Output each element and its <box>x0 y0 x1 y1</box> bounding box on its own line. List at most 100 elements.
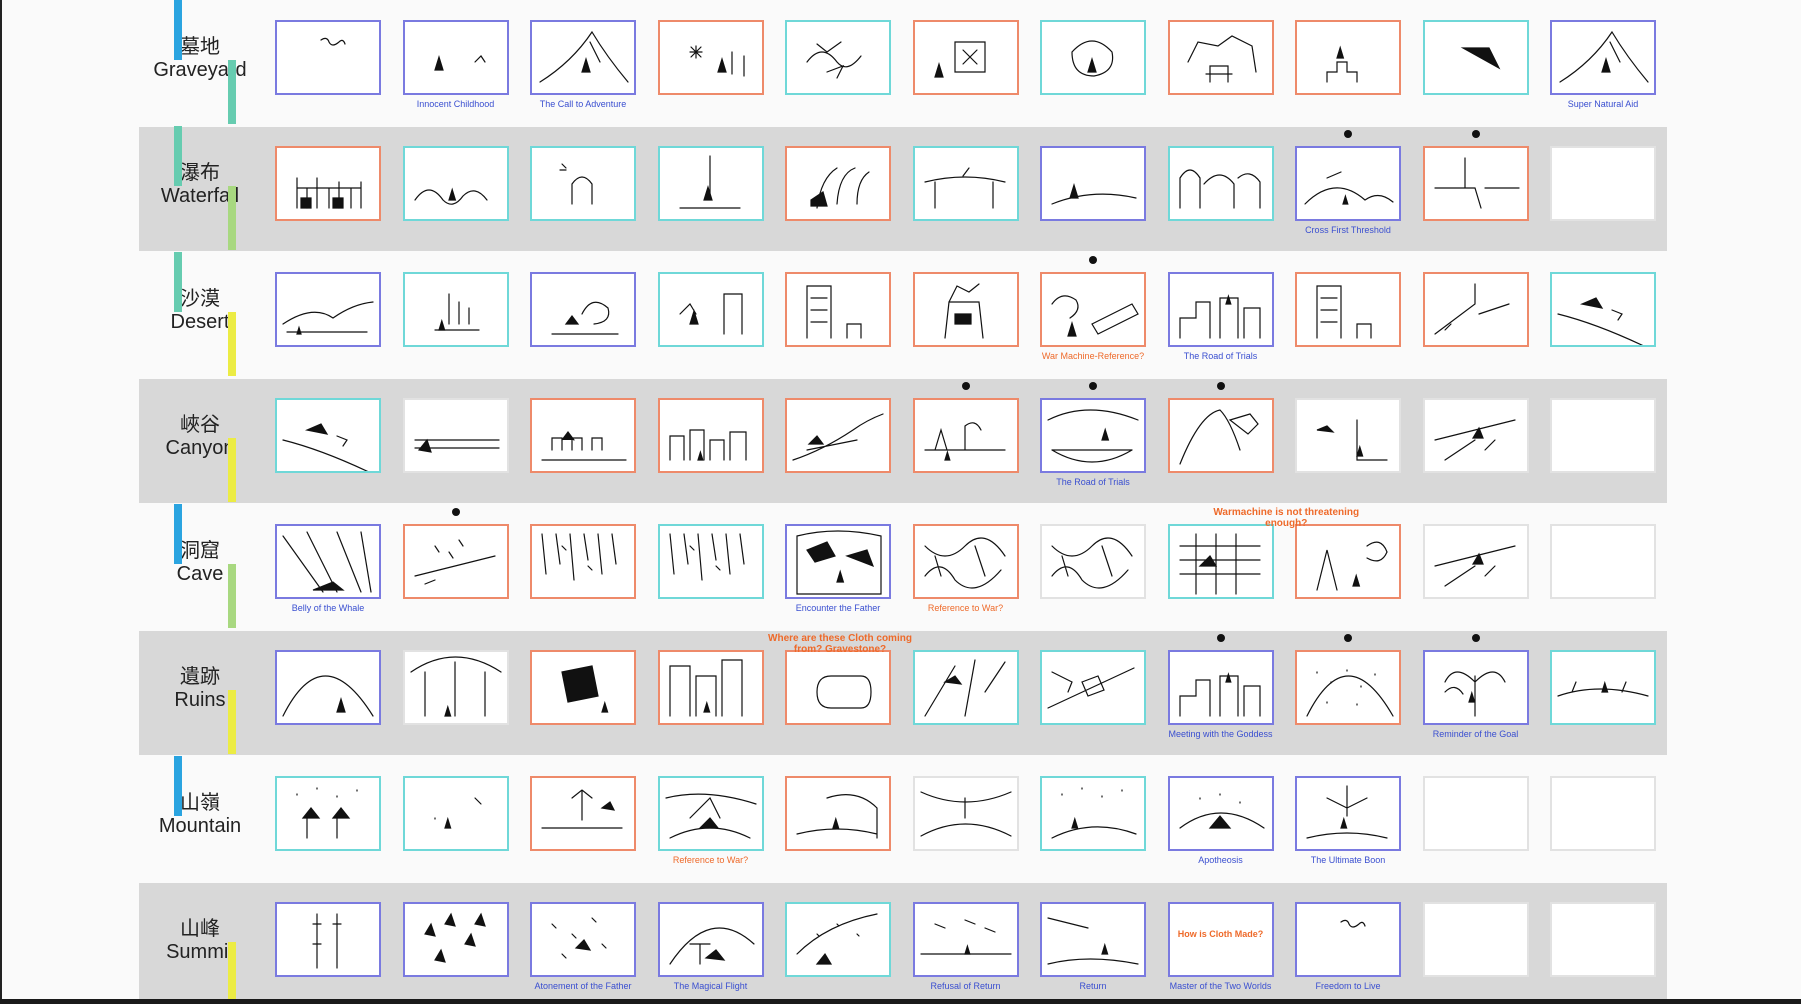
storyboard-frame[interactable] <box>402 902 509 977</box>
storyboard-frame[interactable] <box>275 146 381 221</box>
storyboard-frame[interactable] <box>275 650 381 725</box>
storyboard-frame[interactable] <box>1295 398 1401 473</box>
storyboard-frame[interactable] <box>1550 146 1656 221</box>
storyboard-frame[interactable]: How is Cloth Made? <box>1167 902 1274 977</box>
storyboard-frame[interactable] <box>1040 272 1146 347</box>
storyboard-frame[interactable] <box>1167 650 1274 725</box>
sketch-flight <box>668 927 755 965</box>
storyboard-frame[interactable] <box>275 902 381 977</box>
storyboard-frame[interactable] <box>1167 20 1274 95</box>
storyboard-frame[interactable] <box>530 524 636 599</box>
sketch-vehicle <box>1051 295 1139 337</box>
storyboard-frame[interactable] <box>912 524 1019 599</box>
storyboard-frame[interactable] <box>530 146 636 221</box>
storyboard-frame[interactable] <box>1550 524 1656 599</box>
storyboard-frame[interactable] <box>785 20 891 95</box>
storyboard-frame[interactable] <box>1295 650 1401 725</box>
storyboard-frame[interactable] <box>657 398 764 473</box>
storyboard-frame[interactable] <box>1295 272 1401 347</box>
storyboard-frame[interactable] <box>657 650 764 725</box>
storyboard-frame[interactable] <box>1550 272 1656 347</box>
sketch-blank-squiggle <box>320 37 346 46</box>
storyboard-frame[interactable] <box>657 20 764 95</box>
storyboard-frame[interactable] <box>1167 398 1274 473</box>
storyboard-frame[interactable] <box>1040 650 1146 725</box>
storyboard-frame[interactable] <box>1295 776 1401 851</box>
storyboard-frame[interactable] <box>1040 146 1146 221</box>
storyboard-frame[interactable] <box>1040 524 1146 599</box>
storyboard-frame[interactable] <box>530 902 636 977</box>
storyboard-frame[interactable] <box>1422 20 1529 95</box>
storyboard-frame[interactable] <box>275 272 381 347</box>
sketch-empty <box>1425 778 1527 849</box>
storyboard-frame[interactable] <box>912 398 1019 473</box>
storyboard-frame[interactable] <box>785 902 891 977</box>
storyboard-frame[interactable] <box>1550 398 1656 473</box>
storyboard-frame[interactable] <box>1550 902 1656 977</box>
storyboard-frame[interactable] <box>530 776 636 851</box>
storyboard-frame[interactable] <box>912 902 1019 977</box>
storyboard-frame[interactable] <box>912 20 1019 95</box>
storyboard-frame[interactable] <box>1550 20 1656 95</box>
sketch-horizon <box>413 438 500 453</box>
storyboard-frame[interactable] <box>1040 398 1146 473</box>
storyboard-frame[interactable] <box>912 776 1019 851</box>
storyboard-frame[interactable] <box>912 146 1019 221</box>
storyboard-frame[interactable] <box>1422 902 1529 977</box>
storyboard-frame[interactable] <box>402 524 509 599</box>
storyboard-frame[interactable] <box>1295 524 1401 599</box>
storyboard-frame[interactable] <box>1040 776 1146 851</box>
storyboard-frame[interactable] <box>1295 20 1401 95</box>
storyboard-frame[interactable] <box>785 146 891 221</box>
storyboard-frame[interactable] <box>1422 272 1529 347</box>
storyboard-frame[interactable] <box>530 398 636 473</box>
storyboard-frame[interactable] <box>1295 902 1401 977</box>
storyboard-frame[interactable] <box>785 650 891 725</box>
storyboard-frame[interactable] <box>657 146 764 221</box>
storyboard-frame[interactable] <box>785 524 891 599</box>
storyboard-frame[interactable] <box>402 776 509 851</box>
storyboard-frame[interactable] <box>657 902 764 977</box>
storyboard-frame[interactable] <box>530 650 636 725</box>
storyboard-frame[interactable] <box>275 398 381 473</box>
storyboard-frame[interactable] <box>275 20 381 95</box>
storyboard-frame[interactable] <box>1422 650 1529 725</box>
storyboard-frame[interactable] <box>1167 524 1274 599</box>
storyboard-frame[interactable] <box>530 272 636 347</box>
storyboard-frame[interactable] <box>402 272 509 347</box>
storyboard-frame[interactable] <box>912 272 1019 347</box>
storyboard-frame[interactable] <box>785 776 891 851</box>
sketch-flock <box>423 912 486 963</box>
sketch-spire <box>1433 283 1510 335</box>
storyboard-frame[interactable] <box>1422 398 1529 473</box>
storyboard-frame[interactable] <box>1040 20 1146 95</box>
storyboard-frame[interactable] <box>402 20 509 95</box>
sketch-tower <box>1316 285 1372 339</box>
storyboard-frame[interactable] <box>402 146 509 221</box>
storyboard-frame[interactable] <box>1422 524 1529 599</box>
storyboard-frame[interactable] <box>1167 146 1274 221</box>
storyboard-frame[interactable] <box>1422 146 1529 221</box>
storyboard-frame[interactable] <box>1422 776 1529 851</box>
storyboard-frame[interactable] <box>275 524 381 599</box>
storyboard-frame[interactable] <box>402 398 509 473</box>
storyboard-frame[interactable] <box>657 776 764 851</box>
frame-caption: Encounter the Father <box>795 603 881 613</box>
storyboard-frame[interactable] <box>1550 650 1656 725</box>
storyboard-frame[interactable] <box>912 650 1019 725</box>
storyboard-frame[interactable] <box>1167 776 1274 851</box>
storyboard-frame[interactable] <box>1295 146 1401 221</box>
storyboard-frame[interactable] <box>657 272 764 347</box>
storyboard-frame[interactable] <box>785 272 891 347</box>
storyboard-frame[interactable] <box>785 398 891 473</box>
storyboard-frame[interactable] <box>530 20 636 95</box>
storyboard-frame[interactable] <box>1040 902 1146 977</box>
storyboard-frame[interactable] <box>402 650 509 725</box>
storyboard-frame[interactable] <box>275 776 381 851</box>
storyboard-frame[interactable] <box>657 524 764 599</box>
storyboard-frame[interactable] <box>1167 272 1274 347</box>
storyboard-frame[interactable] <box>1550 776 1656 851</box>
